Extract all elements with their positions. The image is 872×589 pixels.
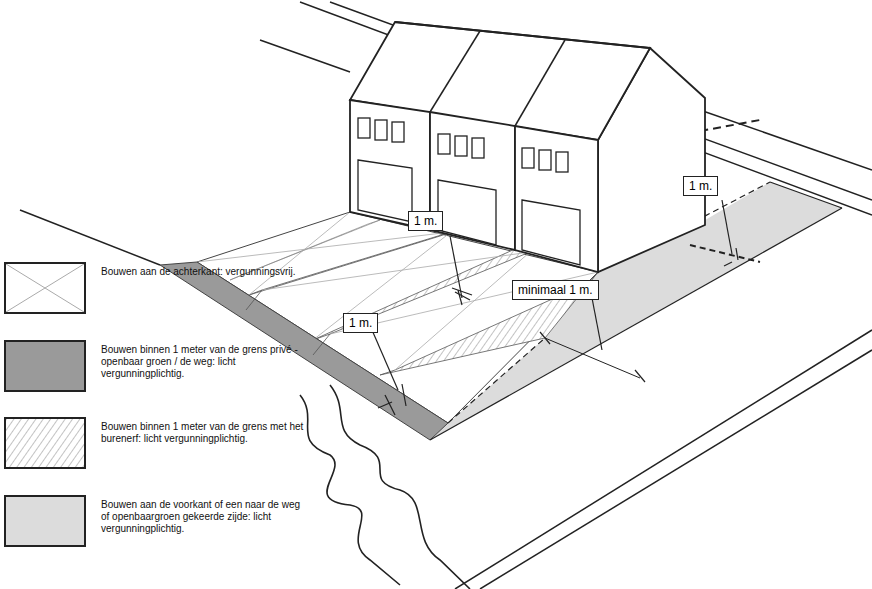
legend-swatch: [4, 262, 86, 314]
dimension-callout: 1 m.: [408, 211, 443, 231]
legend-swatch: [4, 417, 86, 469]
dimension-callout: minimaal 1 m.: [512, 280, 599, 300]
dimension-callout: 1 m.: [683, 176, 718, 196]
legend-swatch: [4, 495, 86, 547]
legend-text: Bouwen binnen 1 meter van de grens met h…: [101, 421, 306, 445]
swatch-pattern: [6, 264, 84, 312]
legend-text: Bouwen aan de voorkant of een naar de we…: [101, 499, 306, 535]
dimension-callout: 1 m.: [343, 313, 378, 333]
legend-text: Bouwen binnen 1 meter van de grens privé…: [101, 344, 306, 380]
legend-swatch: [4, 340, 86, 392]
swatch-pattern: [6, 419, 84, 467]
legend-text: Bouwen aan de achterkant: vergunningsvri…: [101, 266, 306, 278]
